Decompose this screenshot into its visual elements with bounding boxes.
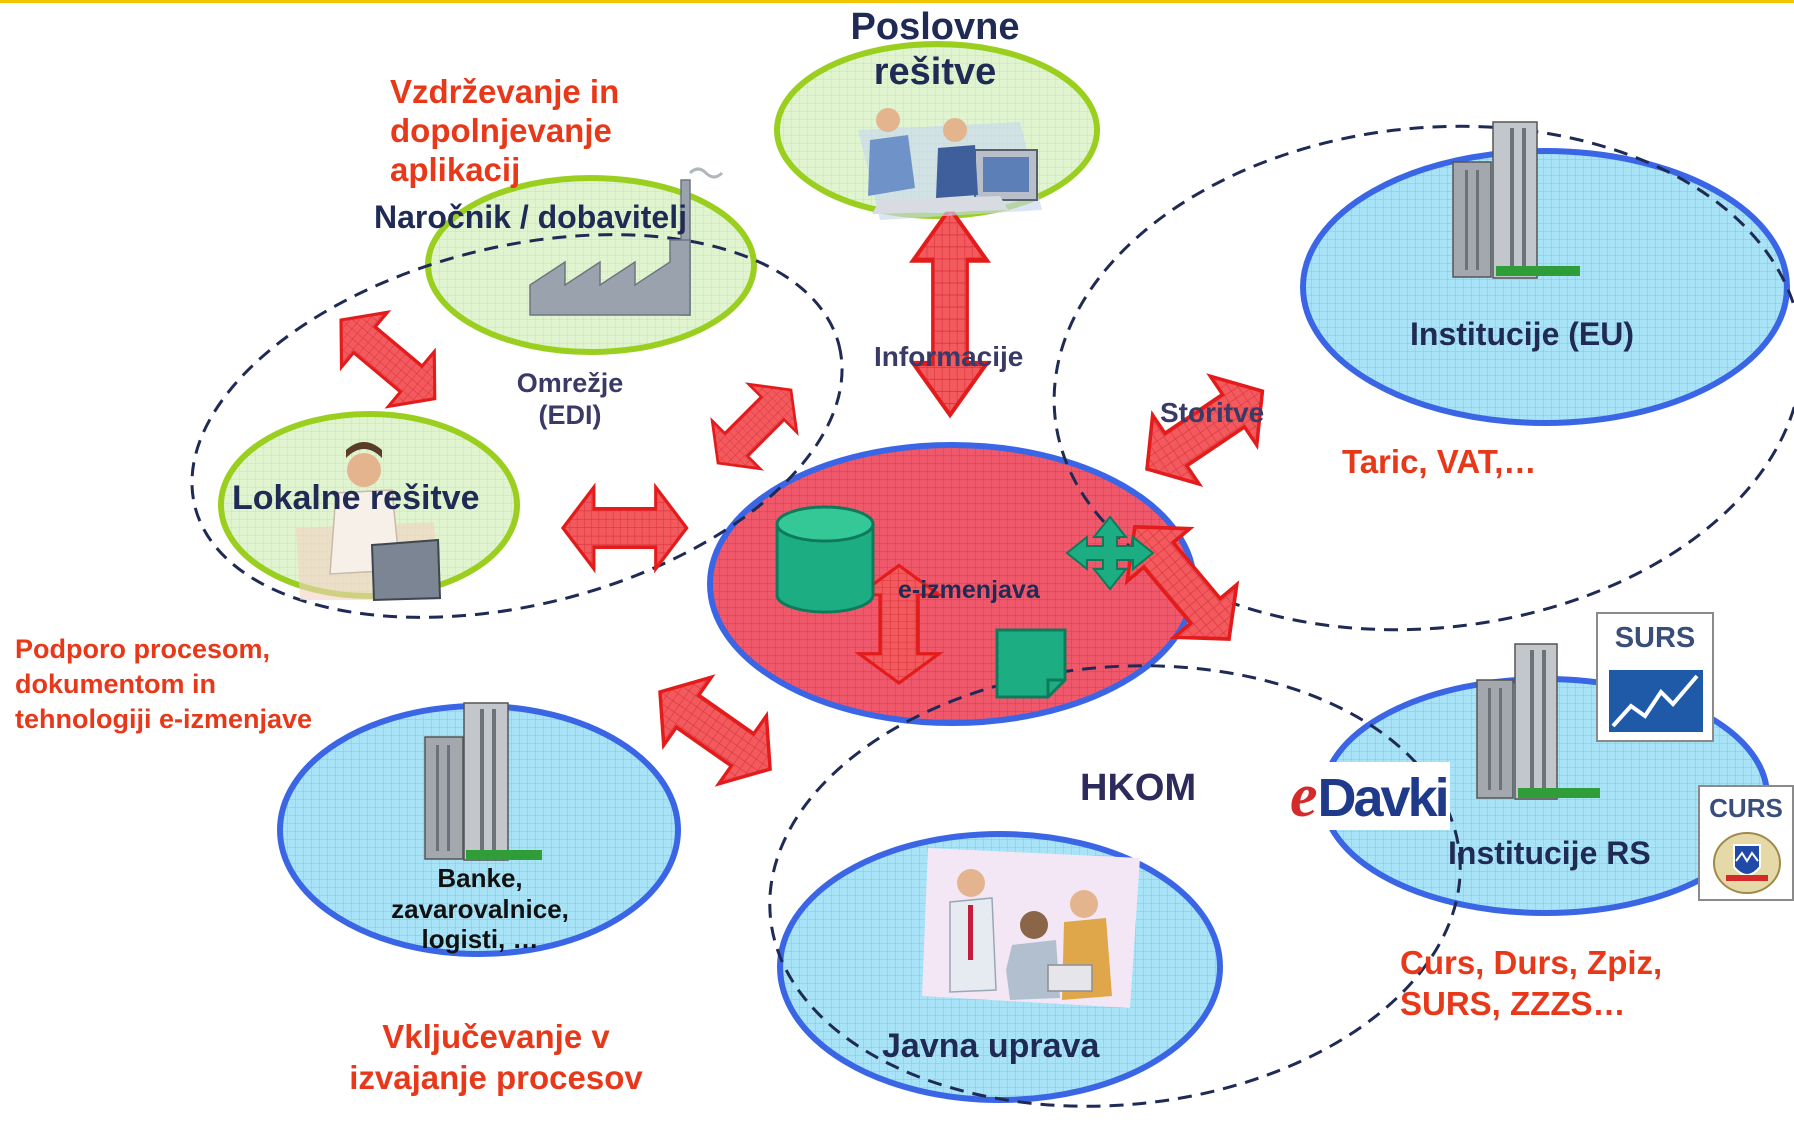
dashed-loop-hkom — [768, 664, 1462, 1108]
arrow-informacije — [913, 209, 986, 415]
arrow-storitve — [1122, 354, 1288, 506]
surs-chart-icon — [1609, 670, 1703, 732]
vkljucevanje-note: Vključevanje v izvajanje procesov — [349, 1018, 643, 1097]
document-icon — [995, 628, 1067, 699]
curs-durs-note: Curs, Durs, Zpiz, SURS, ZZZS… — [1400, 944, 1663, 1023]
omrezje-edi-label: Omrežje (EDI) — [516, 368, 624, 430]
oval-institucije-eu — [1300, 148, 1790, 426]
top-rule — [0, 0, 1794, 3]
curs-logo-text: CURS — [1709, 793, 1783, 823]
edavki-logo-davki: Davki — [1317, 768, 1450, 828]
lokalne-resitve-label: Lokalne rešitve — [232, 479, 480, 517]
buildings-icon-banke — [424, 702, 542, 861]
curs-logo: CURS — [1698, 785, 1794, 901]
business-people-clipart — [858, 108, 1042, 220]
move-icon — [1065, 515, 1155, 591]
officials-clipart — [922, 848, 1140, 1008]
edavki-logo: eDavki — [1284, 762, 1450, 830]
institucije-eu-label: Institucije (EU) — [1410, 316, 1635, 352]
narocnik-dobavitelj-label: Naročnik / dobavitelj — [374, 199, 687, 235]
factory-icon — [529, 167, 724, 316]
arrow-lokalne — [561, 485, 689, 571]
arrow-narocnik-center — [692, 364, 817, 489]
arrow-narocnik-lokalne — [316, 291, 460, 428]
e-izmenjava-label: e-izmenjava — [898, 576, 1040, 604]
person-laptop-clipart — [296, 442, 442, 602]
institucije-rs-label: Institucije RS — [1448, 835, 1651, 871]
dashed-loop-eu — [1052, 124, 1794, 632]
storitve-label: Storitve — [1160, 397, 1265, 428]
taric-vat-note: Taric, VAT,… — [1342, 443, 1537, 480]
poslovne-resitve-label: Poslovne rešitve — [850, 6, 1020, 93]
surs-logo: SURS — [1596, 612, 1714, 742]
buildings-icon-rs — [1476, 643, 1600, 800]
javna-uprava-label: Javna uprava — [882, 1027, 1100, 1065]
buildings-icon-eu — [1452, 121, 1580, 279]
hkom-label: HKOM — [1080, 767, 1197, 809]
edavki-logo-e: e — [1290, 762, 1318, 830]
informacije-label: Informacije — [874, 341, 1024, 372]
dashed-loop-edi — [190, 233, 844, 619]
curs-crest-icon — [1713, 832, 1781, 894]
podporo-note: Podporo procesom, dokumentom in tehnolog… — [15, 634, 313, 735]
vzdrzevanje-note: Vzdrževanje in dopolnjevanje aplikacij — [390, 73, 620, 188]
banke-label: Banke, zavarovalnice, logisti, … — [391, 863, 569, 955]
surs-logo-text: SURS — [1614, 622, 1696, 654]
database-icon — [775, 505, 875, 614]
